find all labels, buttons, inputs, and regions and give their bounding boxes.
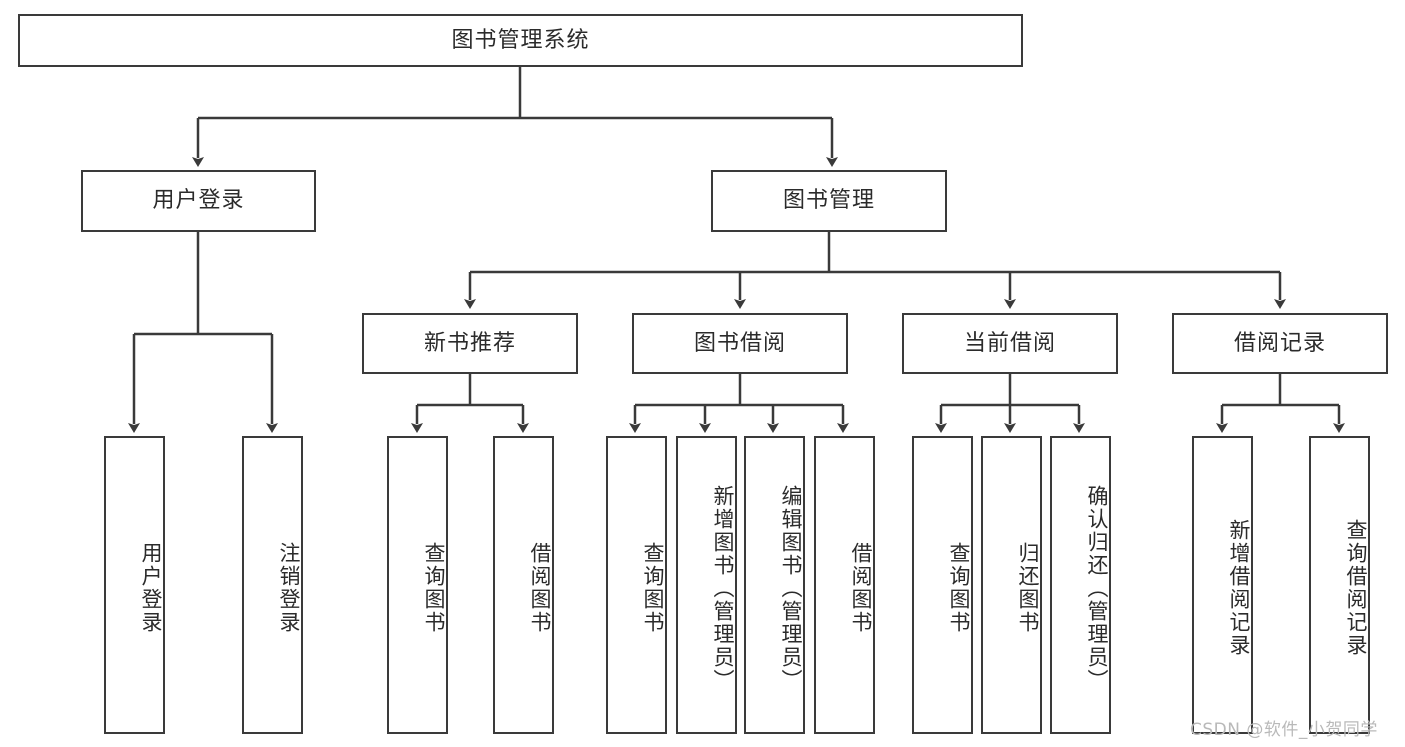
leaf-label: 新增借阅记录	[1227, 519, 1251, 657]
node-borrow-record[interactable]: 借阅记录	[1172, 313, 1388, 374]
leaf-label: 新增图书（管理员）	[711, 484, 735, 692]
leaf-query-book-2[interactable]: 查询图书	[606, 436, 667, 734]
leaf-label: 归还图书	[1016, 542, 1040, 634]
leaf-label: 查询借阅记录	[1344, 519, 1368, 657]
leaf-label: 查询图书	[947, 542, 971, 634]
node-user-login[interactable]: 用户登录	[81, 170, 316, 232]
leaf-label: 用户登录	[139, 542, 163, 634]
leaf-user-login[interactable]: 用户登录	[104, 436, 165, 734]
leaf-label: 注销登录	[277, 542, 301, 634]
leaf-query-book-1[interactable]: 查询图书	[387, 436, 448, 734]
node-root-system[interactable]: 图书管理系统	[18, 14, 1023, 67]
leaf-label: 确认归还（管理员）	[1085, 484, 1109, 692]
leaf-confirm-return[interactable]: 确认归还（管理员）	[1050, 436, 1111, 734]
leaf-query-book-3[interactable]: 查询图书	[912, 436, 973, 734]
leaf-label: 借阅图书	[528, 542, 552, 634]
leaf-borrow-book-2[interactable]: 借阅图书	[814, 436, 875, 734]
leaf-label: 借阅图书	[849, 542, 873, 634]
leaf-add-record[interactable]: 新增借阅记录	[1192, 436, 1253, 734]
node-new-book-recommend[interactable]: 新书推荐	[362, 313, 578, 374]
node-book-management[interactable]: 图书管理	[711, 170, 947, 232]
leaf-borrow-book-1[interactable]: 借阅图书	[493, 436, 554, 734]
node-book-borrow[interactable]: 图书借阅	[632, 313, 848, 374]
leaf-label: 查询图书	[641, 542, 665, 634]
csdn-watermark: CSDN @软件_小贺同学	[1190, 720, 1378, 740]
leaf-add-book[interactable]: 新增图书（管理员）	[676, 436, 737, 734]
leaf-label: 查询图书	[422, 542, 446, 634]
node-current-borrow[interactable]: 当前借阅	[902, 313, 1118, 374]
leaf-label: 编辑图书（管理员）	[779, 484, 803, 692]
leaf-logout[interactable]: 注销登录	[242, 436, 303, 734]
leaf-edit-book[interactable]: 编辑图书（管理员）	[744, 436, 805, 734]
leaf-query-record[interactable]: 查询借阅记录	[1309, 436, 1370, 734]
leaf-return-book[interactable]: 归还图书	[981, 436, 1042, 734]
